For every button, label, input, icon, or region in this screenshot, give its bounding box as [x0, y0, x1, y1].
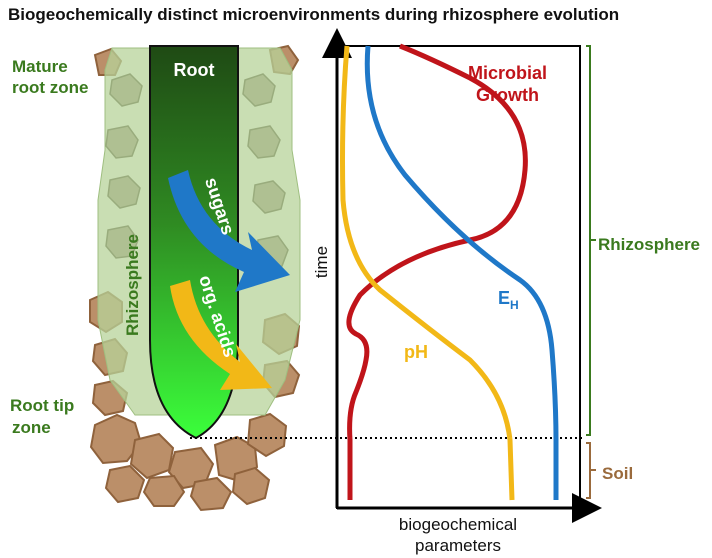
- microbial-label-line1: Microbial: [468, 63, 547, 83]
- root-tip-zone-line2: zone: [12, 418, 51, 437]
- x-axis-label-line1: biogeochemical: [399, 515, 517, 534]
- sugars-arrow: [168, 170, 290, 292]
- rhizosphere-bracket-label: Rhizosphere: [598, 235, 700, 254]
- eh-label: EH: [498, 288, 519, 312]
- ph-curve: [340, 45, 515, 501]
- eh-label-main: E: [498, 288, 510, 308]
- soil-bracket: [586, 442, 596, 499]
- root-label: Root: [174, 60, 215, 80]
- ph-label: pH: [404, 342, 428, 362]
- rhizosphere-aggregates: [105, 73, 289, 269]
- eh-label-sub: H: [510, 298, 519, 312]
- rhizosphere-bracket: [586, 45, 596, 436]
- org-acids-arrow: [170, 280, 272, 390]
- diagram-title: Biogeochemically distinct microenvironme…: [8, 5, 619, 24]
- mature-root-zone-line2: root zone: [12, 78, 89, 97]
- eh-curve: [364, 45, 559, 500]
- microbial-growth-curve: [346, 43, 528, 500]
- time-axis-label: time: [312, 246, 331, 278]
- soil-bracket-label: Soil: [602, 464, 633, 483]
- microbial-label-line2: Growth: [476, 85, 539, 105]
- mature-root-zone-line1: Mature: [12, 57, 68, 76]
- root-tip-zone-line1: Root tip: [10, 396, 74, 415]
- rhizosphere-vertical-label: Rhizosphere: [123, 234, 142, 336]
- x-axis-label-line2: parameters: [415, 536, 501, 555]
